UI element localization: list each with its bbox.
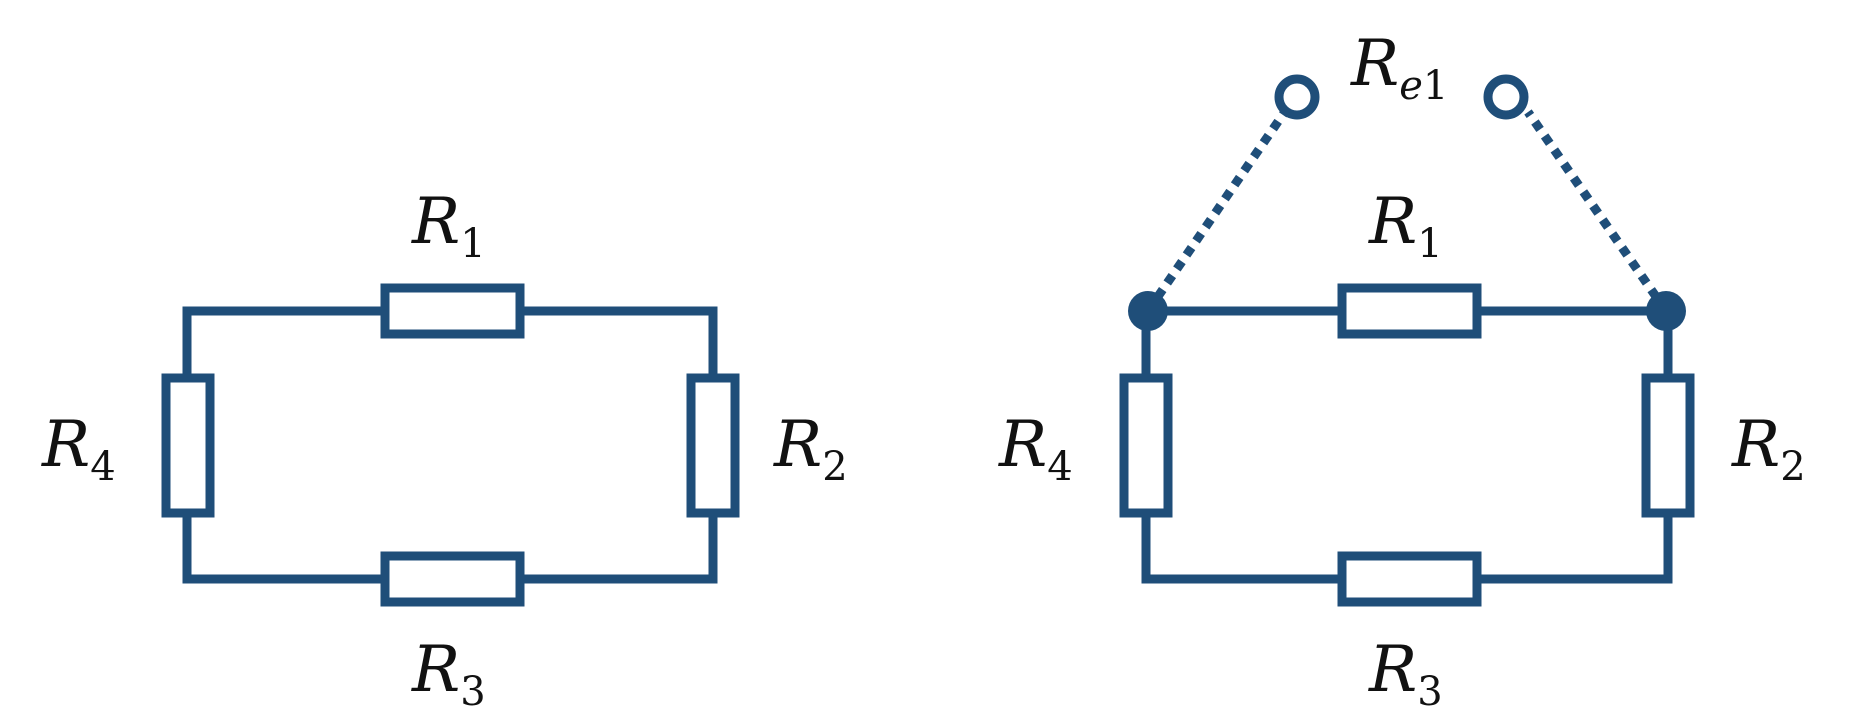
left-circuit: R1 R2 R3 R4 <box>41 185 848 715</box>
terminal-right <box>1483 74 1529 120</box>
right-resistor-r1 <box>1337 283 1482 339</box>
right-wire-top-left <box>1141 306 1347 383</box>
lead-left-dotted <box>1144 107 1290 314</box>
lead-right-dotted <box>1524 109 1670 314</box>
left-wire-bottom-right <box>515 508 718 584</box>
right-label-r4: R4 <box>998 408 1073 490</box>
right-wire-bottom-left <box>1141 508 1347 584</box>
terminal-left <box>1274 74 1320 120</box>
junction-node-right <box>1646 291 1686 331</box>
left-wire-top-left <box>182 306 390 383</box>
left-resistor-r2 <box>686 373 740 518</box>
left-resistor-r1 <box>380 283 525 339</box>
left-wire-top-right <box>515 306 718 383</box>
right-resistor-r4 <box>1119 373 1173 518</box>
left-label-r1: R1 <box>411 185 486 267</box>
right-resistor-r2 <box>1641 373 1695 518</box>
right-circuit: R1 R2 R3 R4 Re1 <box>998 27 1806 715</box>
right-label-r3: R3 <box>1368 633 1443 715</box>
left-label-r2: R2 <box>773 408 848 490</box>
left-label-r4: R4 <box>41 408 116 490</box>
right-label-r2: R2 <box>1731 408 1806 490</box>
junction-node-left <box>1128 291 1168 331</box>
left-resistor-r3 <box>380 551 525 607</box>
right-resistor-r3 <box>1337 551 1482 607</box>
right-wire-top-right <box>1472 306 1673 383</box>
right-label-r1: R1 <box>1368 185 1443 267</box>
left-label-r3: R3 <box>411 633 486 715</box>
label-equivalent-resistance: Re1 <box>1350 27 1448 109</box>
left-wire-bottom-left <box>182 508 390 584</box>
right-wire-bottom-right <box>1472 508 1673 584</box>
left-resistor-r4 <box>161 373 215 518</box>
